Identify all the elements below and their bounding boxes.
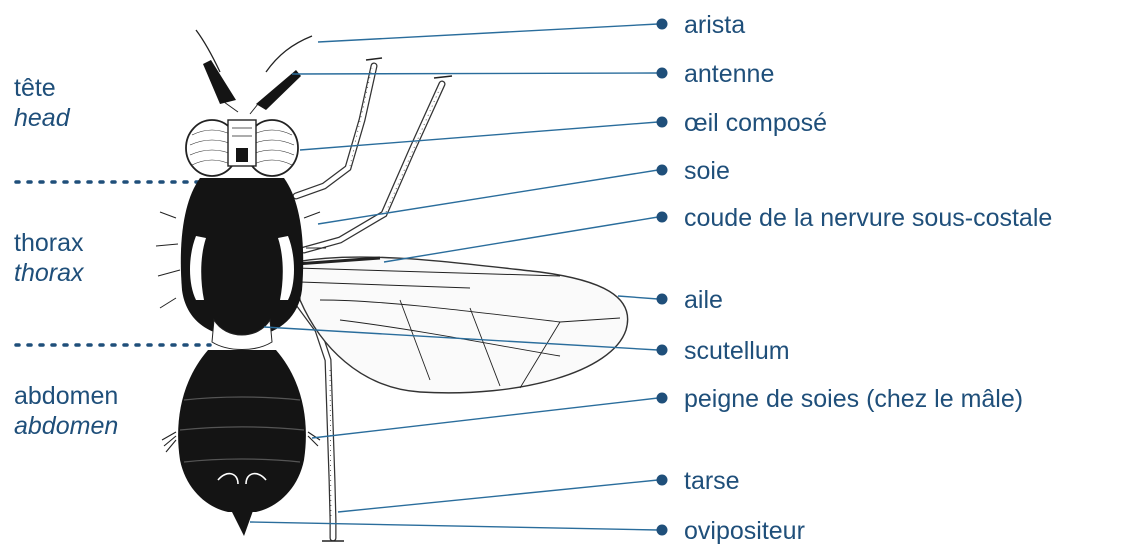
callout-soie: soie	[318, 157, 730, 224]
callout-label-aile: aile	[684, 286, 723, 314]
callout-antenne: antenne	[292, 60, 774, 88]
callout-label-soie: soie	[684, 157, 730, 185]
callout-label-coude: coude de la nervure sous-costale	[684, 204, 1052, 232]
callout-label-oeil: œil composé	[684, 109, 827, 137]
right-fore-legs	[296, 58, 452, 250]
insect-illustration	[156, 30, 628, 541]
callout-label-tarse: tarse	[684, 467, 740, 495]
callout-label-arista: arista	[684, 11, 745, 39]
callout-label-ovipositeur: ovipositeur	[684, 517, 805, 545]
callout-tarse: tarse	[338, 467, 740, 512]
callout-oeil: œil composé	[300, 109, 827, 150]
thorax-drawing	[156, 178, 326, 350]
callout-peigne: peigne de soies (chez le mâle)	[312, 385, 1023, 438]
callout-coude: coude de la nervure sous-costale	[384, 204, 1052, 262]
callout-label-scutellum: scutellum	[684, 337, 790, 365]
head-drawing	[186, 120, 298, 176]
callout-arista: arista	[318, 11, 745, 42]
callout-label-antenne: antenne	[684, 60, 774, 88]
callout-label-peigne: peigne de soies (chez le mâle)	[684, 385, 1023, 413]
wing-drawing	[296, 257, 628, 393]
abdomen-drawing	[162, 350, 320, 536]
callout-aile: aile	[618, 286, 723, 314]
